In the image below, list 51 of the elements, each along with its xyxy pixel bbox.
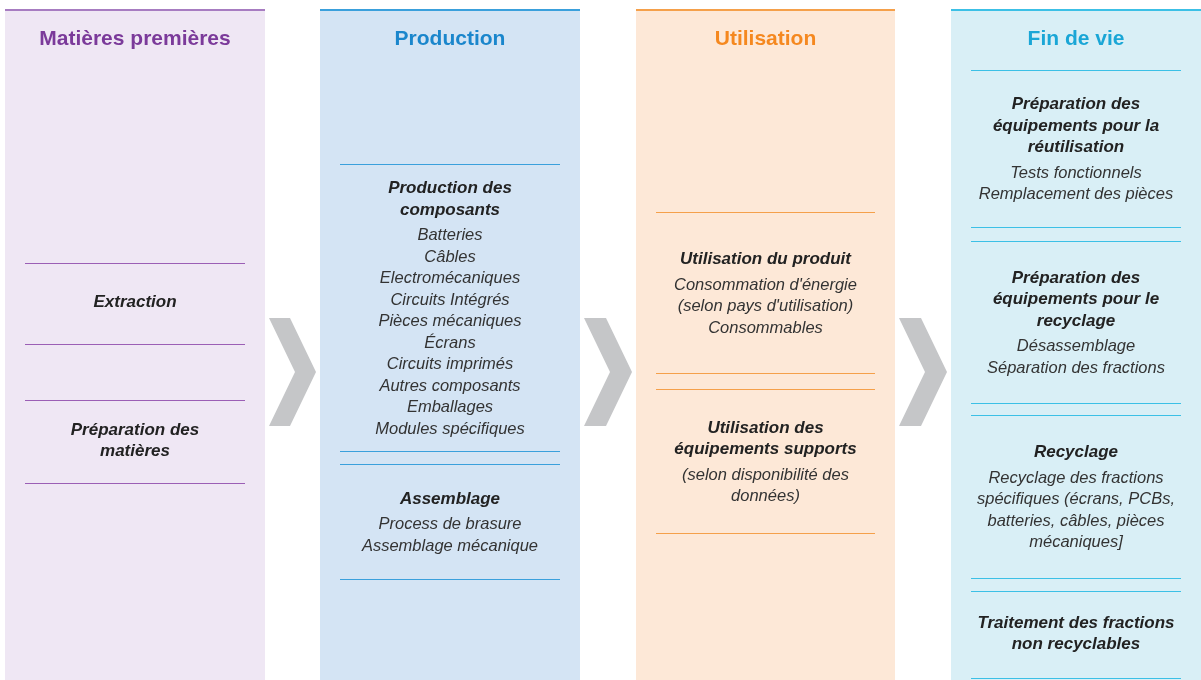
stage-column — [951, 9, 1201, 680]
stage-title: Fin de vie — [1026, 26, 1126, 50]
step-box — [971, 70, 1181, 228]
step-item: Remplacement des pièces — [978, 183, 1174, 205]
step-box — [25, 400, 245, 484]
step-title: Préparation des équipements pour le recyclage — [991, 266, 1161, 332]
step-item: Câbles — [424, 245, 476, 267]
step-title: Utilisation du produit — [680, 248, 851, 270]
step-item: Circuits Intégrés — [390, 288, 510, 310]
step-box — [971, 415, 1181, 579]
chevron-arrow — [269, 318, 316, 426]
stage-column — [5, 9, 265, 680]
step-item: Autres composants — [379, 374, 521, 396]
stage-column — [636, 9, 895, 680]
step-item: Pièces mécaniques — [378, 310, 522, 331]
step-item: Séparation des fractions — [987, 356, 1165, 378]
step-title: Extraction — [93, 291, 177, 313]
step-item: Consommation d'énergie (selon pays d'utilisation) — [673, 273, 858, 316]
chevron-arrow — [899, 318, 947, 426]
step-title: Recyclage — [1033, 441, 1119, 463]
step-item: Consommables — [708, 316, 823, 338]
stage-title: Production — [393, 26, 507, 50]
step-item: Modules spécifiques — [375, 417, 525, 439]
step-item: Écrans — [424, 331, 476, 353]
step-box — [971, 241, 1181, 404]
stage-title: Matières premières — [38, 26, 232, 50]
step-title: Préparation des équipements pour la réutilisation — [991, 93, 1161, 158]
step-item: Assemblage mécanique — [361, 534, 539, 556]
step-title: Utilisation des équipements supports — [673, 416, 858, 460]
step-box — [340, 164, 560, 452]
step-title: Assemblage — [399, 487, 501, 510]
step-box — [656, 212, 875, 374]
step-box — [971, 591, 1181, 679]
step-item: Process de brasure — [378, 513, 522, 535]
step-title: Traitement des fractions non recyclables — [976, 611, 1176, 655]
step-item: Electromécaniques — [379, 267, 521, 288]
chevron-arrow — [584, 318, 632, 426]
step-box — [25, 263, 245, 345]
stage-column — [320, 9, 580, 680]
stage-title: Utilisation — [713, 26, 818, 50]
step-item: Circuits imprimés — [386, 353, 514, 374]
step-title: Production des composants — [387, 177, 513, 220]
step-box — [340, 464, 560, 580]
step-item: Tests fonctionnels — [1010, 161, 1142, 183]
step-title: Préparation des matières — [69, 418, 201, 462]
step-item: Désassemblage — [1016, 335, 1136, 357]
step-item: Recyclage des fractions spécifiques (écrans, PCBs, batteries, câbles, pièces mécaniques] — [975, 466, 1177, 553]
step-item: Batteries — [417, 224, 483, 245]
step-box — [656, 389, 875, 534]
step-item: (selon disponibilité des données) — [681, 463, 850, 506]
step-item: Emballages — [406, 396, 494, 417]
